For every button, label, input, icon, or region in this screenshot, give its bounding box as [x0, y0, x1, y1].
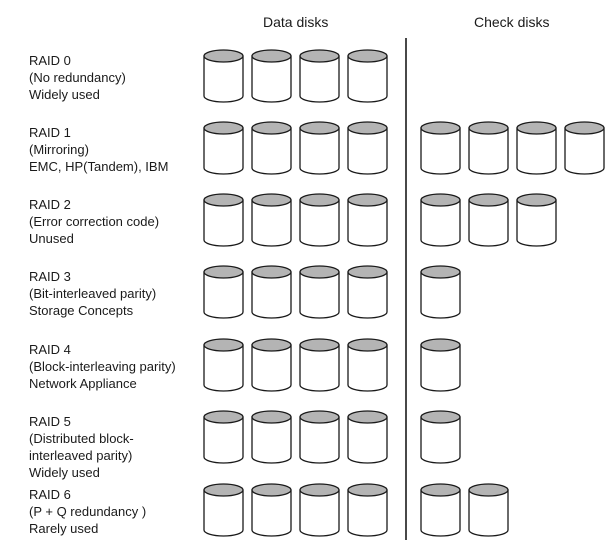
- raid-level-name: RAID 1: [29, 125, 71, 140]
- raid-level-description: (Mirroring): [29, 142, 89, 157]
- raid-level-name: RAID 4: [29, 342, 71, 357]
- data-disk-icon: [299, 49, 340, 103]
- raid-level-name: RAID 6: [29, 487, 71, 502]
- raid-level-description: Unused: [29, 231, 74, 246]
- raid-level-description: Storage Concepts: [29, 303, 134, 318]
- data-disk-icon: [299, 410, 340, 464]
- raid-level-description: Widely used: [29, 465, 100, 480]
- data-disk-icon: [299, 193, 340, 247]
- raid-level-description: interleaved parity): [29, 448, 133, 463]
- data-disk-icon: [203, 338, 244, 392]
- check-disk-icon: [468, 483, 509, 537]
- raid-level-description: (No redundancy): [29, 70, 126, 85]
- raid-level-label: RAID 1 (Mirroring) EMC, HP(Tandem), IBM: [29, 124, 201, 175]
- check-disk-icon: [468, 121, 509, 175]
- data-disk-icon: [299, 265, 340, 319]
- data-disk-icon: [251, 338, 292, 392]
- raid-level-label: RAID 0 (No redundancy) Widely used: [29, 52, 201, 103]
- data-disk-icon: [203, 265, 244, 319]
- raid-level-label: RAID 3 (Bit-interleaved parity) Storage Co…: [29, 268, 201, 319]
- data-disk-icon: [347, 338, 388, 392]
- data-disk-icon: [347, 265, 388, 319]
- check-disk-icon: [420, 410, 461, 464]
- raid-level-name: RAID 5: [29, 414, 71, 429]
- data-disk-icon: [203, 193, 244, 247]
- raid-level-description: (Error correction code): [29, 214, 160, 229]
- raid-level-description: Rarely used: [29, 521, 99, 536]
- data-disk-icon: [251, 265, 292, 319]
- raid-level-name: RAID 3: [29, 269, 71, 284]
- check-disk-icon: [516, 193, 557, 247]
- raid-level-name: RAID 0: [29, 53, 71, 68]
- check-disk-icon: [420, 121, 461, 175]
- data-disk-icon: [347, 410, 388, 464]
- raid-level-description: Network Appliance: [29, 376, 137, 391]
- data-disk-icon: [251, 193, 292, 247]
- raid-level-description: EMC, HP(Tandem), IBM: [29, 159, 169, 174]
- raid-level-description: (Block-interleaving parity): [29, 359, 176, 374]
- raid-level-label: RAID 6 (P + Q redundancy ) Rarely used: [29, 486, 201, 537]
- data-disk-icon: [203, 410, 244, 464]
- raid-level-name: RAID 2: [29, 197, 71, 212]
- check-disk-icon: [420, 265, 461, 319]
- check-disk-icon: [420, 483, 461, 537]
- data-disk-icon: [299, 338, 340, 392]
- data-disk-icon: [251, 49, 292, 103]
- data-disk-icon: [251, 410, 292, 464]
- data-disks-header: Data disks: [263, 14, 329, 30]
- check-disk-icon: [420, 193, 461, 247]
- check-disks-header: Check disks: [474, 14, 550, 30]
- raid-level-label: RAID 5 (Distributed block-interleaved par…: [29, 413, 201, 481]
- data-disk-icon: [347, 121, 388, 175]
- data-disk-icon: [347, 483, 388, 537]
- raid-level-label: RAID 2 (Error correction code) Unused: [29, 196, 201, 247]
- data-disk-icon: [203, 483, 244, 537]
- data-disk-icon: [203, 121, 244, 175]
- raid-level-description: (Bit-interleaved parity): [29, 286, 157, 301]
- raid-level-label: RAID 4 (Block-interleaving parity) Network…: [29, 341, 201, 392]
- data-disk-icon: [203, 49, 244, 103]
- check-disk-icon: [468, 193, 509, 247]
- data-disk-icon: [299, 121, 340, 175]
- check-disk-icon: [564, 121, 605, 175]
- data-disk-icon: [251, 483, 292, 537]
- raid-level-description: (P + Q redundancy ): [29, 504, 147, 519]
- data-disk-icon: [347, 49, 388, 103]
- data-disk-icon: [299, 483, 340, 537]
- raid-level-description: (Distributed block-: [29, 431, 134, 446]
- data-disk-icon: [347, 193, 388, 247]
- check-disk-icon: [516, 121, 557, 175]
- raid-level-description: Widely used: [29, 87, 100, 102]
- data-disk-icon: [251, 121, 292, 175]
- check-disk-icon: [420, 338, 461, 392]
